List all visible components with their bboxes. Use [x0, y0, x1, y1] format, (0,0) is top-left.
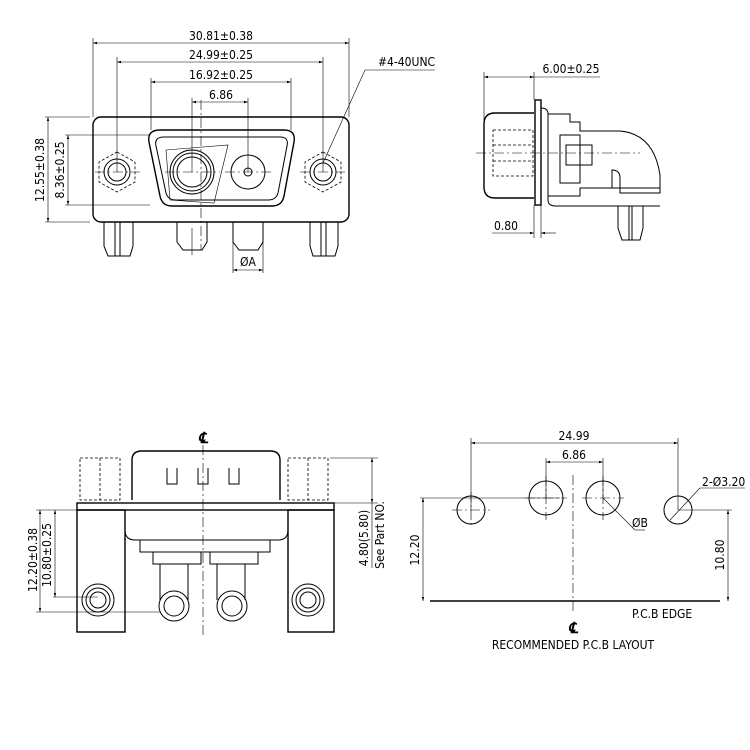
thread-callout: #4-40UNC	[378, 55, 435, 69]
pcb-layout-title: RECOMMENDED P.C.B LAYOUT	[492, 638, 655, 652]
flange-body	[92, 116, 350, 223]
pcb-holes	[456, 480, 693, 525]
d-shell-top	[131, 450, 281, 500]
bracket-right	[287, 509, 335, 633]
side-view: 6.00±0.25 0.80	[476, 62, 661, 241]
pcb-dim-contact-pitch: 6.86	[562, 448, 586, 462]
dim-flange-thickness: 0.80	[494, 219, 518, 233]
pcb-layout: 24.99 6.86 2-Ø3.20 ØB 12.20 10.80 P.C.B …	[408, 429, 745, 652]
dim-hex-height: 4.80(5.80)	[357, 510, 371, 566]
dim-height-to-contacts: 10.80±0.25	[40, 523, 54, 587]
dim-mount-hole-spacing: 24.99±0.25	[189, 48, 253, 62]
pcb-centerline-symbol: ℄	[568, 619, 579, 637]
centerline-symbol: ℄	[198, 429, 209, 447]
pcb-dim-contact-row: 12.20	[408, 534, 422, 565]
dim-contact-diameter: ØA	[240, 255, 256, 269]
front-view: 30.81±0.38 24.99±0.25 16.92±0.25 6.86 #4…	[33, 29, 435, 273]
dim-contact-pitch: 6.86	[209, 88, 233, 102]
front-dimensions	[45, 38, 435, 273]
flange	[534, 99, 542, 206]
dim-overall-height: 12.55±0.38	[33, 138, 47, 202]
note-part-no: See Part NO.	[373, 501, 387, 569]
pcb-edge-label: P.C.B EDGE	[632, 607, 692, 621]
d-shell	[148, 129, 295, 207]
flange-plate	[76, 502, 335, 511]
dim-shell-width: 16.92±0.25	[189, 68, 253, 82]
dim-height-to-bracket: 12.20±0.38	[26, 528, 40, 592]
bottom-view: ℄ 12.20±0.38 10.80±0.25 4.80(5.80) See P…	[26, 429, 387, 635]
bracket-left	[76, 509, 126, 633]
pcb-dim-mount-spacing: 24.99	[559, 429, 590, 443]
pcb-dim-mount-hole: 2-Ø3.20	[702, 475, 745, 489]
dim-depth: 6.00±0.25	[542, 62, 599, 76]
pcb-dim-mount-row: 10.80	[713, 539, 727, 570]
dim-overall-width: 30.81±0.38	[189, 29, 253, 43]
board-pins	[103, 222, 339, 257]
dim-shell-height: 8.36±0.25	[53, 141, 67, 198]
mount-hole-right	[663, 495, 693, 525]
pcb-dim-contact-hole: ØB	[632, 516, 648, 530]
